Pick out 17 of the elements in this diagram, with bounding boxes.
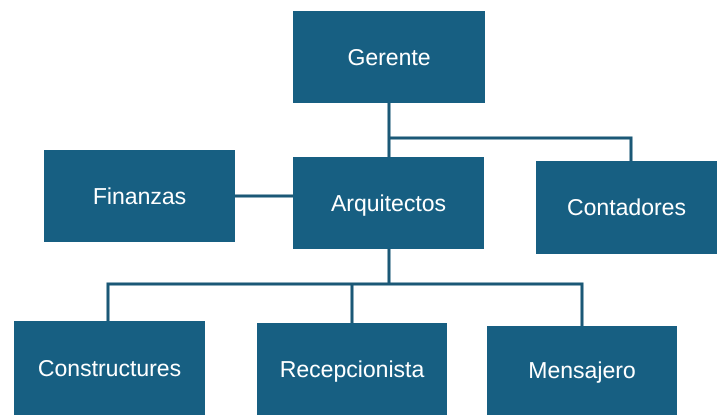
role-box [293,157,484,249]
role-label: Constructures [38,354,182,382]
role-box [44,150,235,242]
role-box [257,323,447,415]
role-label: Mensajero [528,357,636,384]
role-box [14,321,205,415]
role-label: Finanzas [92,182,186,210]
role-box [293,11,485,103]
connector-line [235,194,293,198]
role-box [536,161,717,254]
role-box [487,326,677,415]
role-label: Arquitectos [330,190,446,216]
role-label: Recepcionista [280,356,424,382]
role-label: Contadores [567,194,686,221]
connector-line [388,103,632,161]
role-label: Gerente [347,44,431,70]
connector-line [388,249,584,326]
